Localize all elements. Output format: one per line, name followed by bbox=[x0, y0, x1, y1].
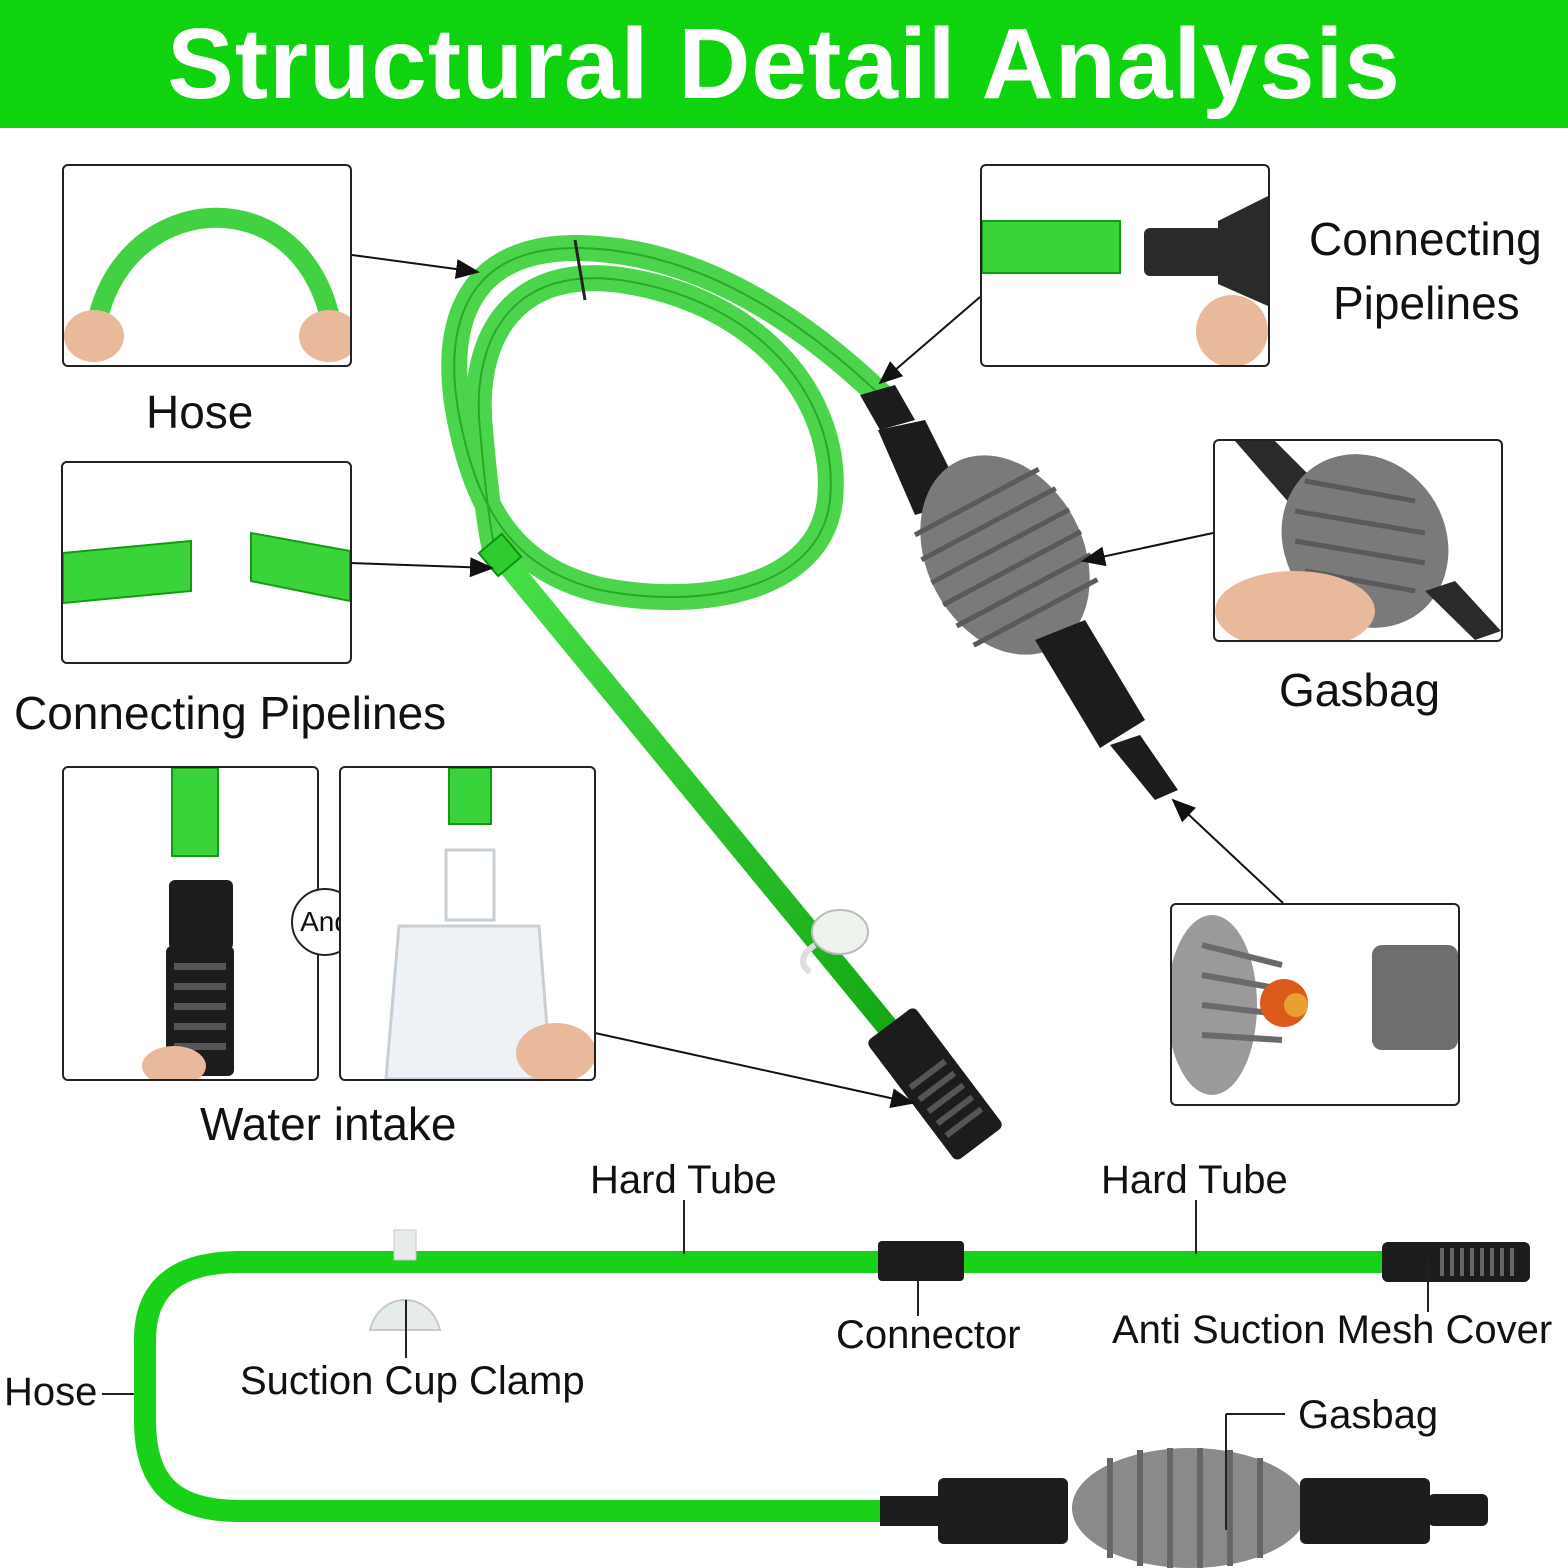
valve-detail-panel bbox=[1170, 903, 1460, 1106]
pump-assembly bbox=[860, 385, 1178, 800]
hard-tube-label-right: Hard Tube bbox=[1101, 1158, 1288, 1202]
gasbag-label-bottom: Gasbag bbox=[1298, 1393, 1439, 1437]
schematic-mesh-cover bbox=[1382, 1242, 1530, 1282]
connector-label: Connector bbox=[836, 1313, 1021, 1357]
connecting-pipelines-label-left: Connecting Pipelines bbox=[14, 687, 447, 739]
water-intake-mesh-panel bbox=[62, 766, 319, 1081]
title-banner: Structural Detail Analysis bbox=[0, 0, 1568, 128]
water-intake-label: Water intake bbox=[200, 1098, 457, 1150]
hose-label: Hose bbox=[146, 386, 254, 438]
schematic-hose bbox=[134, 1251, 1385, 1522]
anti-suction-mesh-cover-label: Anti Suction Mesh Cover bbox=[1112, 1308, 1553, 1352]
connecting-pipelines-label-right-line1: Connecting bbox=[1309, 213, 1542, 265]
water-intake-mesh bbox=[868, 1008, 1002, 1160]
connecting-pipelines-label-right-line2: Pipelines bbox=[1333, 277, 1520, 329]
hose-label-bottom: Hose bbox=[4, 1370, 98, 1414]
hard-tube-label-left: Hard Tube bbox=[590, 1158, 777, 1202]
connecting-pipelines-detail-panel-right bbox=[980, 164, 1270, 367]
gasbag-label: Gasbag bbox=[1279, 664, 1441, 716]
schematic-pump bbox=[880, 1448, 1488, 1568]
suction-cup-clamp-label: Suction Cup Clamp bbox=[240, 1359, 585, 1403]
suction-cup bbox=[811, 909, 869, 955]
gasbag-detail-panel bbox=[1213, 439, 1503, 642]
hose-detail-panel bbox=[62, 164, 352, 367]
page-title: Structural Detail Analysis bbox=[167, 8, 1401, 120]
water-intake-clear-panel bbox=[339, 766, 596, 1081]
connecting-pipelines-detail-panel-left bbox=[61, 461, 352, 664]
schematic-connector bbox=[878, 1241, 964, 1281]
